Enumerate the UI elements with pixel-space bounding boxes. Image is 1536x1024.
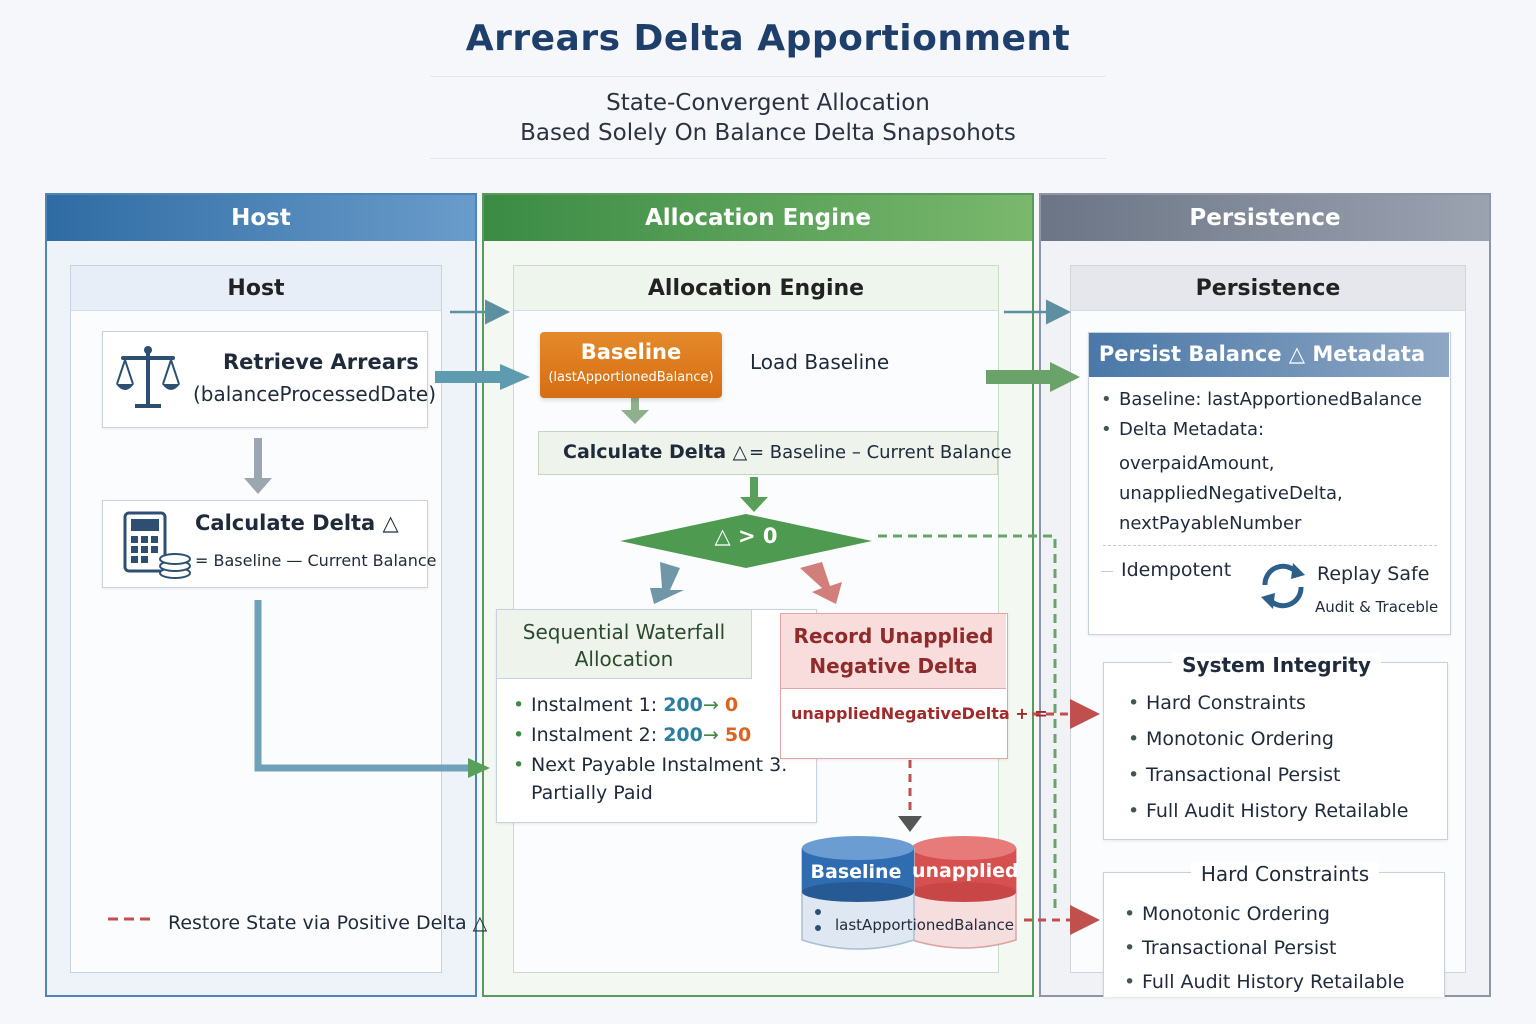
persist-metadata-card: Persist Balance △ Metadata Baseline: las… xyxy=(1088,332,1451,635)
restore-state-legend: Restore State via Positive Delta △ xyxy=(168,912,488,934)
db-unapplied-label: unapplied xyxy=(912,860,1019,882)
decision-to-persist-dashed xyxy=(878,534,1057,910)
record-unapplied-card: Record Unapplied Negative Delta unapplie… xyxy=(780,613,1048,759)
baseline-subtitle: (lastApportionedBalance) xyxy=(548,370,714,385)
next-payable-status: Partially Paid xyxy=(531,782,653,804)
subtitle-line-2: Based Solely On Balance Delta Snapsohots xyxy=(520,120,1016,146)
host-down-arrow-head xyxy=(244,478,272,494)
persist-lane-header: Persistence xyxy=(1041,195,1489,241)
delta-metadata-item: Delta Metadata: xyxy=(1097,415,1422,445)
title-divider xyxy=(430,76,1106,77)
waterfall-title-2: Allocation xyxy=(574,647,674,671)
idempotent-dash xyxy=(1101,571,1113,572)
engine-lane-header: Allocation Engine xyxy=(484,195,1032,241)
host-lane-header: Host xyxy=(47,195,475,241)
delta-metadata-fields: overpaidAmount, unappliedNegativeDelta, … xyxy=(1119,449,1343,539)
hard-constraints-list: Monotonic Ordering Transactional Persist… xyxy=(1120,897,1404,999)
refresh-icon xyxy=(1261,563,1305,609)
baseline-item: Baseline: lastApportionedBalance xyxy=(1097,385,1422,415)
db-field-label: lastApportionedBalance xyxy=(835,916,1015,934)
retrieve-arrears-title: Retrieve Arrears xyxy=(223,350,419,374)
system-integrity-list: Hard Constraints Monotonic Ordering Tran… xyxy=(1124,685,1408,829)
engine-calculate-delta-box: Calculate Delta △ = Baseline – Current B… xyxy=(538,431,1012,475)
record-to-db-head xyxy=(898,816,922,832)
host-calc-title: Calculate Delta △ xyxy=(195,511,399,535)
coins-icon xyxy=(159,553,191,579)
constraint-item: Full Audit History Retailable xyxy=(1120,965,1404,999)
hard-constraints-card: Hard Constraints Monotonic Ordering Tran… xyxy=(1103,862,1445,999)
decision-left-arrow xyxy=(650,562,684,604)
persist-metadata-title: Persist Balance △ Metadata xyxy=(1098,342,1426,366)
audit-traceable-label: Audit & Traceble xyxy=(1315,598,1439,616)
calculator-icon xyxy=(123,511,191,579)
baseline-box: Baseline (lastApportionedBalance) xyxy=(540,332,722,398)
retrieve-to-baseline-arrow xyxy=(435,364,530,390)
unapplied-field: unappliedNegativeDelta, xyxy=(1119,483,1343,504)
host-calculate-delta-card: Calculate Delta △ = Baseline — Current B… xyxy=(102,500,437,588)
calc-down-shaft xyxy=(750,477,758,499)
decision-right-arrow xyxy=(800,562,842,604)
integrity-item: Hard Constraints xyxy=(1124,685,1408,721)
engine-calc-title: Calculate Delta △ xyxy=(563,441,748,463)
delta-decision-diamond xyxy=(620,514,872,568)
calc-down-head xyxy=(740,497,768,512)
system-integrity-card: System Integrity Hard Constraints Monoto… xyxy=(1103,653,1448,840)
record-title-1: Record Unapplied xyxy=(793,624,994,648)
integrity-item: Monotonic Ordering xyxy=(1124,721,1408,757)
waterfall-header: Sequential Waterfall Allocation xyxy=(497,610,752,679)
instalment-2: Instalment 2: 200→ 50 xyxy=(509,720,787,750)
idempotent-label: Idempotent xyxy=(1121,559,1232,581)
retrieve-arrears-subtitle: (balanceProcessedDate) xyxy=(193,382,437,406)
db-baseline-label: Baseline xyxy=(810,861,902,883)
overpaid-field: overpaidAmount, xyxy=(1119,453,1275,474)
replay-safe-label: Replay Safe xyxy=(1317,563,1430,585)
metadata-divider xyxy=(1103,545,1437,546)
baseline-down-shaft xyxy=(631,398,639,412)
host-down-arrow-shaft xyxy=(254,438,262,480)
baseline-down-head xyxy=(621,410,649,424)
integrity-item: Transactional Persist xyxy=(1124,757,1408,793)
hard-constraints-title: Hard Constraints xyxy=(1190,862,1380,886)
waterfall-title-1: Sequential Waterfall xyxy=(522,620,726,644)
host-calc-formula: = Baseline — Current Balance xyxy=(195,551,437,570)
subtitle-line-1: State-Convergent Allocation xyxy=(606,90,930,116)
persist-metadata-header: Persist Balance △ Metadata xyxy=(1089,333,1449,377)
constraint-item: Monotonic Ordering xyxy=(1120,897,1404,931)
persist-panel-title: Persistence xyxy=(1071,266,1465,311)
database-icon xyxy=(801,836,1017,950)
record-expression: unappliedNegativeDelta + = xyxy=(791,704,1048,723)
instalment-1: Instalment 1: 200→ 0 xyxy=(509,690,787,720)
delta-decision-label: △ > 0 xyxy=(714,524,778,548)
waterfall-list: Instalment 1: 200→ 0 Instalment 2: 200→ … xyxy=(509,690,787,780)
load-baseline-label: Load Baseline xyxy=(750,350,890,374)
record-title-2: Negative Delta xyxy=(809,654,978,678)
page-subtitle: State-Convergent Allocation Based Solely… xyxy=(0,88,1536,148)
next-payable-field: nextPayableNumber xyxy=(1119,513,1302,534)
persist-metadata-list: Baseline: lastApportionedBalance Delta M… xyxy=(1097,385,1422,445)
subtitle-divider xyxy=(430,158,1106,159)
engine-calc-formula: = Baseline – Current Balance xyxy=(749,442,1012,463)
constraint-item: Transactional Persist xyxy=(1120,931,1404,965)
engine-to-persist-arrow xyxy=(986,362,1080,392)
next-payable: Next Payable Instalment 3. xyxy=(509,750,787,780)
integrity-item: Full Audit History Retailable xyxy=(1124,793,1408,829)
scales-icon xyxy=(116,346,180,408)
page-title: Arrears Delta Apportionment xyxy=(465,18,1071,59)
retrieve-arrears-card: Retrieve Arrears (balanceProcessedDate) xyxy=(102,331,436,428)
waterfall-card: Sequential Waterfall Allocation Instalme… xyxy=(496,609,817,823)
host-to-waterfall-arrowhead xyxy=(468,758,490,778)
record-unapplied-header: Record Unapplied Negative Delta xyxy=(781,614,1006,689)
baseline-title: Baseline xyxy=(580,340,682,364)
host-panel-title: Host xyxy=(71,266,441,311)
engine-panel-title: Allocation Engine xyxy=(514,266,998,311)
host-to-waterfall-connector xyxy=(254,600,470,772)
system-integrity-title: System Integrity xyxy=(1172,653,1381,677)
